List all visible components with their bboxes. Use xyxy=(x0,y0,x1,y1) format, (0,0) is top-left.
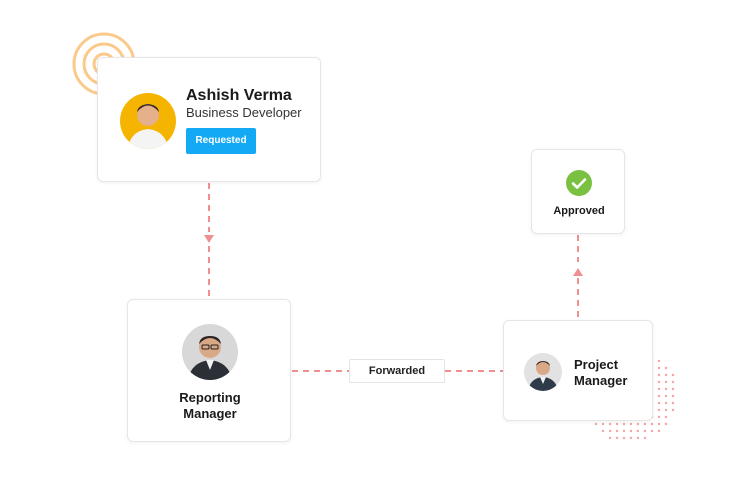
decorative-dot xyxy=(657,422,661,426)
requester-card: Ashish Verma Business Developer Requeste… xyxy=(97,57,321,182)
decorative-dot xyxy=(615,436,619,440)
decorative-dot xyxy=(643,436,647,440)
decorative-dot xyxy=(664,394,668,398)
decorative-dot xyxy=(615,422,619,426)
decorative-dot xyxy=(657,387,661,391)
reporting-manager-label: Reporting Manager xyxy=(128,390,292,422)
project-manager-card: Project Manager xyxy=(503,320,653,421)
project-manager-label-line1: Project xyxy=(574,357,619,372)
decorative-dot xyxy=(643,422,647,426)
decorative-dot xyxy=(657,380,661,384)
decorative-dot xyxy=(629,422,633,426)
decorative-dot xyxy=(601,422,605,426)
requester-avatar xyxy=(120,93,176,149)
forwarded-label: Forwarded xyxy=(349,359,445,383)
decorative-dot xyxy=(664,373,668,377)
arrow-up-icon xyxy=(573,268,583,276)
reporting-manager-card: Reporting Manager xyxy=(127,299,291,442)
requested-button[interactable]: Requested xyxy=(186,128,256,154)
project-manager-label-line2: Manager xyxy=(574,373,628,388)
decorative-dot xyxy=(650,429,654,433)
decorative-dot xyxy=(643,429,647,433)
decorative-dot xyxy=(636,429,640,433)
decorative-dot xyxy=(608,429,612,433)
decorative-dot xyxy=(629,436,633,440)
requester-name: Ashish Verma xyxy=(186,87,292,104)
decorative-dot xyxy=(664,387,668,391)
reporting-manager-avatar xyxy=(182,324,238,380)
decorative-dot xyxy=(636,436,640,440)
person-icon xyxy=(528,361,558,391)
arrow-down-icon xyxy=(204,235,214,243)
decorative-dot xyxy=(615,429,619,433)
decorative-dot xyxy=(657,366,661,370)
reporting-manager-label-line2: Manager xyxy=(183,406,237,421)
project-manager-avatar xyxy=(524,353,562,391)
check-icon xyxy=(566,170,592,196)
decorative-dot xyxy=(664,415,668,419)
decorative-dot xyxy=(657,415,661,419)
decorative-dot xyxy=(671,387,675,391)
decorative-dot xyxy=(594,422,598,426)
person-icon xyxy=(128,104,168,149)
decorative-dot xyxy=(657,394,661,398)
decorative-dot xyxy=(664,401,668,405)
decorative-dot xyxy=(664,408,668,412)
decorative-dot xyxy=(671,373,675,377)
person-icon xyxy=(188,336,232,380)
decorative-dot xyxy=(671,394,675,398)
decorative-dot xyxy=(664,366,668,370)
decorative-dot xyxy=(657,401,661,405)
decorative-dot xyxy=(657,359,661,363)
decorative-dot xyxy=(671,408,675,412)
decorative-dot xyxy=(671,401,675,405)
decorative-dot xyxy=(650,422,654,426)
decorative-dot xyxy=(622,429,626,433)
decorative-dot xyxy=(608,422,612,426)
decorative-dot xyxy=(657,408,661,412)
decorative-dot xyxy=(629,429,633,433)
approved-card: Approved xyxy=(531,149,625,234)
decorative-dot xyxy=(601,429,605,433)
decorative-dot xyxy=(657,429,661,433)
decorative-dot xyxy=(664,422,668,426)
requester-role: Business Developer xyxy=(186,105,302,120)
project-manager-label: Project Manager xyxy=(574,357,627,389)
decorative-dot xyxy=(622,436,626,440)
decorative-dot xyxy=(657,373,661,377)
decorative-dot xyxy=(671,380,675,384)
decorative-dot xyxy=(622,422,626,426)
connector-lines xyxy=(208,183,579,372)
approved-label: Approved xyxy=(553,205,605,217)
reporting-manager-label-line1: Reporting xyxy=(179,390,241,405)
decorative-dot xyxy=(608,436,612,440)
decorative-dots xyxy=(594,352,675,440)
decorative-dot xyxy=(664,380,668,384)
decorative-dot xyxy=(636,422,640,426)
